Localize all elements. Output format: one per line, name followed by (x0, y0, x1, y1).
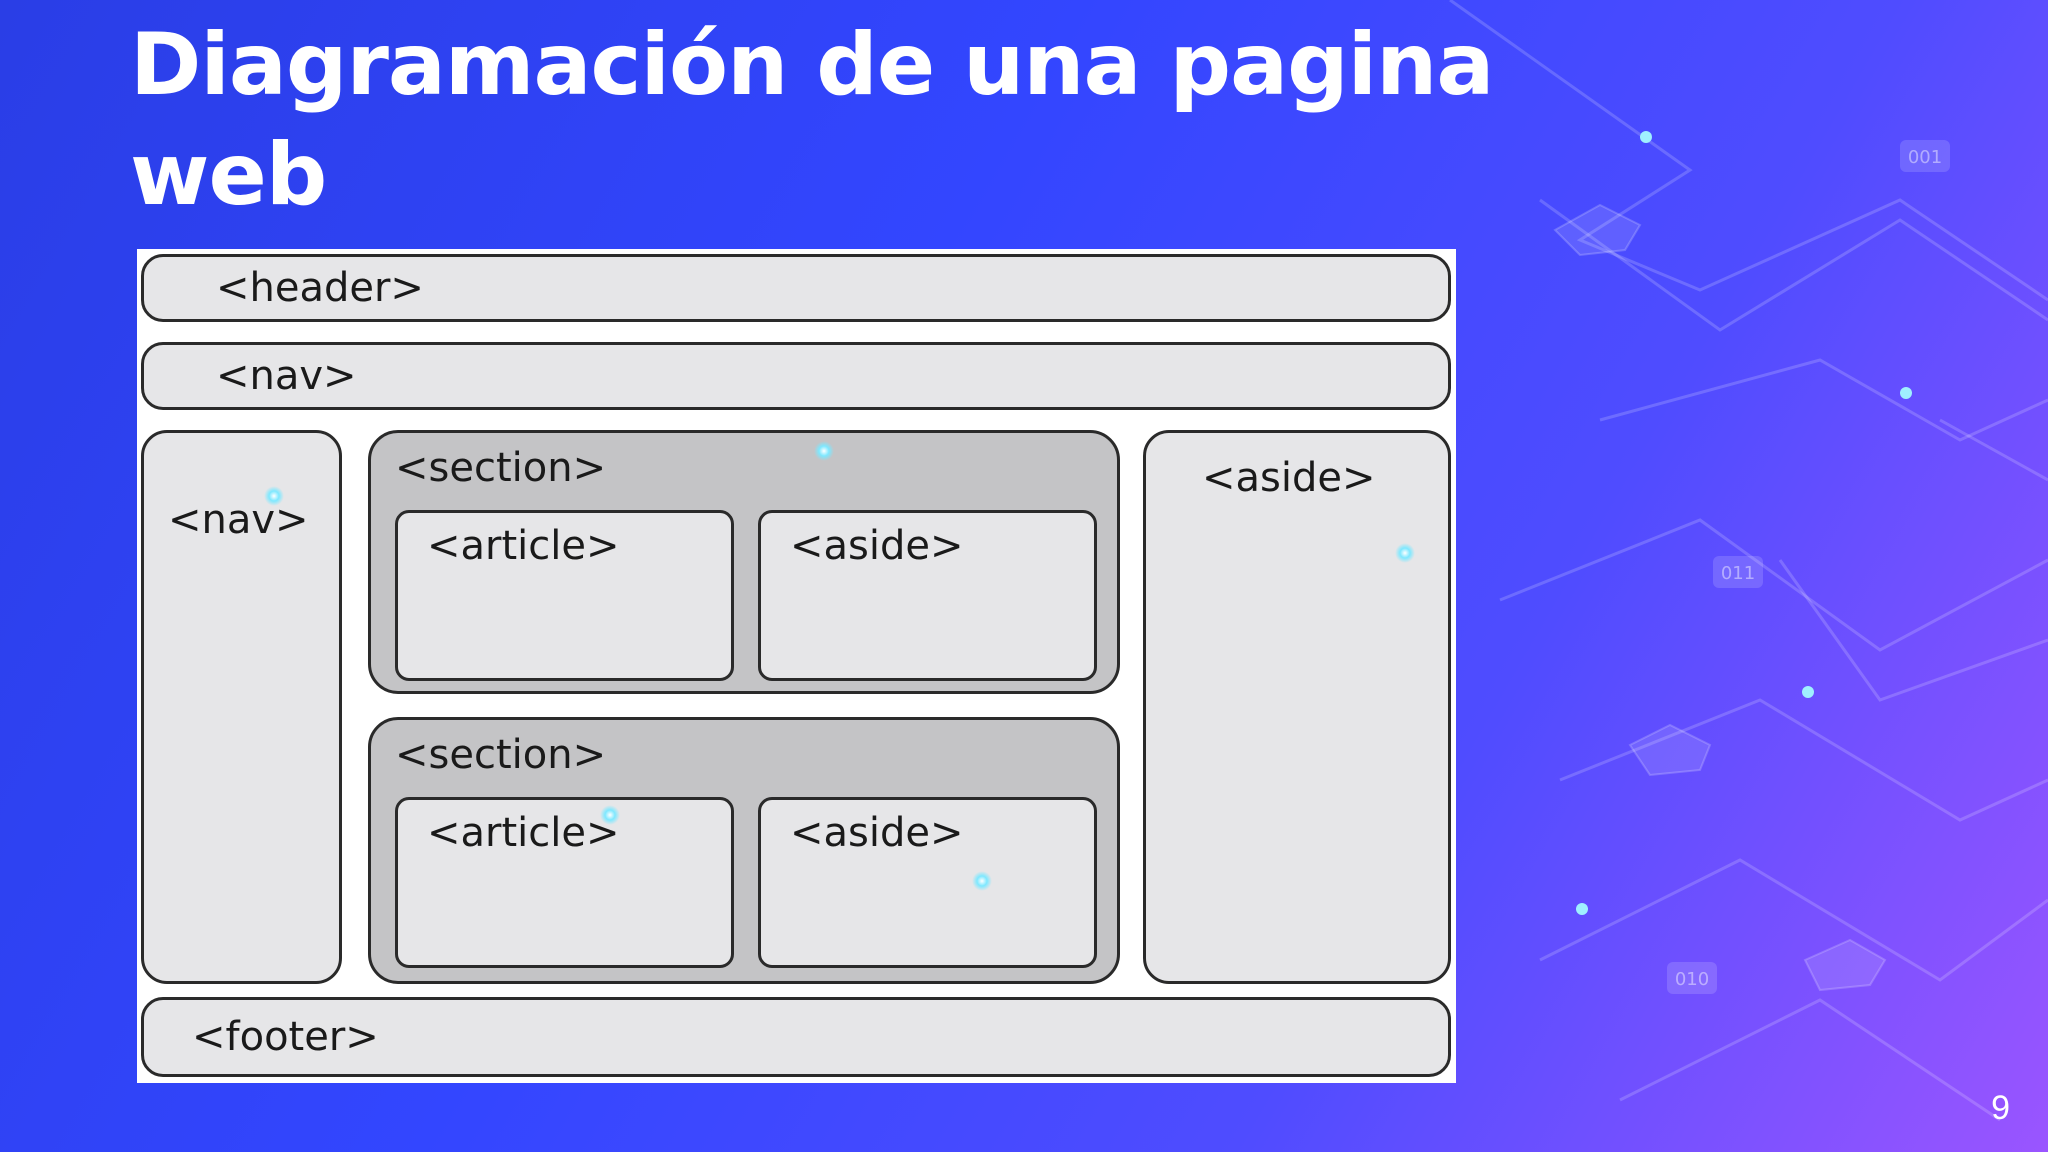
footer-block: <footer> (141, 997, 1451, 1077)
section-block-2: <section> <article> <aside> (368, 717, 1120, 984)
slide-title: Diagramación de una pagina web (130, 15, 1494, 225)
article-block-1: <article> (395, 510, 734, 681)
header-label: <header> (216, 265, 424, 311)
top-nav-block: <nav> (141, 342, 1451, 410)
aside-label-2: <aside> (790, 810, 964, 856)
footer-label: <footer> (192, 1014, 379, 1060)
section-label-1: <section> (395, 445, 607, 491)
sparkle-icon (600, 805, 620, 825)
sparkle-icon (264, 486, 284, 506)
article-label-1: <article> (427, 523, 620, 569)
top-nav-label: <nav> (216, 353, 357, 399)
page-layout-diagram: <header> <nav> <nav> <section> <article>… (137, 249, 1456, 1083)
article-block-2: <article> (395, 797, 734, 968)
aside-label-1: <aside> (790, 523, 964, 569)
side-nav-block: <nav> (141, 430, 342, 984)
sparkle-icon (1395, 543, 1415, 563)
right-aside-label: <aside> (1202, 455, 1376, 501)
section-label-2: <section> (395, 732, 607, 778)
header-block: <header> (141, 254, 1451, 322)
page-number: 9 (1991, 1089, 2010, 1127)
sparkle-icon (814, 441, 834, 461)
aside-block-2: <aside> (758, 797, 1097, 968)
side-nav-label: <nav> (168, 497, 309, 543)
section-block-1: <section> <article> <aside> (368, 430, 1120, 694)
binary-tag-011: 011 (1721, 563, 1755, 584)
sparkle-icon (972, 871, 992, 891)
aside-block-1: <aside> (758, 510, 1097, 681)
binary-tag-001: 001 (1908, 147, 1942, 168)
article-label-2: <article> (427, 810, 620, 856)
right-aside-block: <aside> (1143, 430, 1451, 984)
binary-tag-010: 010 (1675, 969, 1709, 990)
